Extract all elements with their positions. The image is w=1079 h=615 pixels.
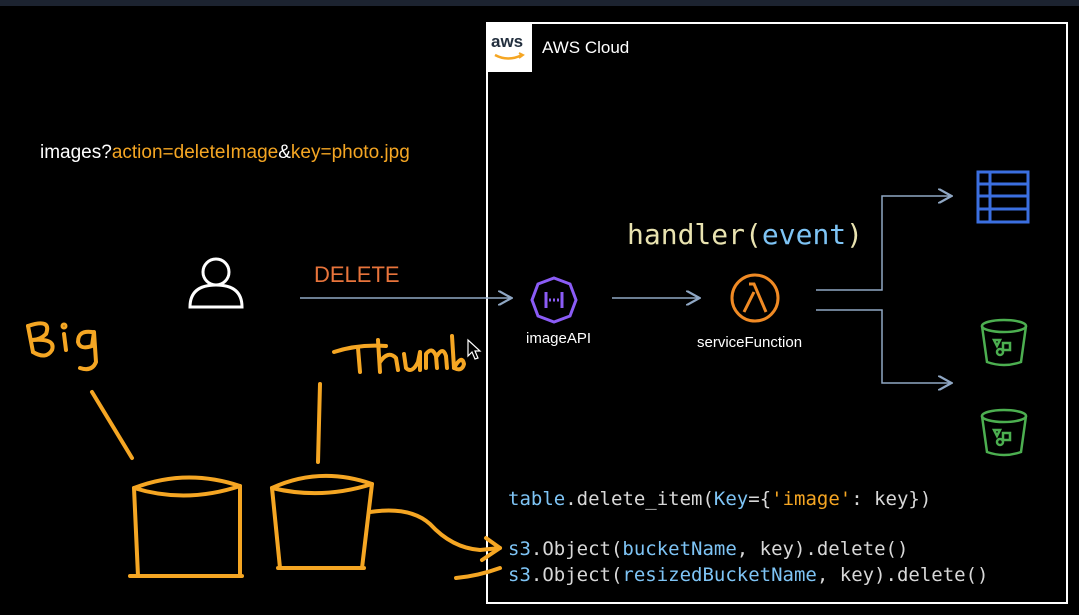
top-bar <box>0 0 1079 6</box>
api-label: imageAPI <box>526 330 592 347</box>
lambda-icon <box>730 273 780 323</box>
url-amp: & <box>278 142 291 163</box>
code-line-1-obj: table <box>508 488 566 510</box>
function-to-table-arrow <box>816 196 950 291</box>
cursor-icon <box>467 338 482 360</box>
handler-close: ) <box>846 218 864 251</box>
request-url: images?action=deleteImage&key=photo.jpg <box>40 142 410 164</box>
url-param1-value: deleteImage <box>173 142 279 163</box>
code-line-2-tail: , key).delete() <box>736 538 909 560</box>
s3-bucket-icon <box>980 408 1028 457</box>
http-method-label: DELETE <box>314 262 400 287</box>
code-line-3: s3.Object(resizedBucketName, key).delete… <box>508 564 988 586</box>
code-line-1: table.delete_item(Key={'image': key}) <box>508 488 931 510</box>
dynamodb-table-icon <box>976 170 1030 224</box>
api-gateway-icon <box>530 276 578 324</box>
aws-logo: aws <box>486 22 532 72</box>
code-line-2: s3.Object(bucketName, key).delete() <box>508 538 908 560</box>
code-line-2-arg: bucketName <box>622 538 737 560</box>
code-line-1-p2: : key}) <box>851 488 932 510</box>
code-line-3-tail: , key).delete() <box>816 564 989 586</box>
code-line-2-obj: s3 <box>508 538 531 560</box>
code-line-1-p1: ={ <box>748 488 772 510</box>
url-param2-value: photo.jpg <box>331 142 410 163</box>
handwritten-sketch <box>90 382 502 580</box>
code-line-3-rest: .Object( <box>530 564 623 586</box>
s3-bucket-icon <box>980 318 1028 367</box>
code-line-3-arg: resizedBucketName <box>622 564 817 586</box>
code-line-2-rest: .Object( <box>530 538 623 560</box>
handler-fn: handler <box>627 218 746 251</box>
aws-cloud-boundary <box>486 22 1068 604</box>
url-eq1: = <box>162 142 174 163</box>
url-param2-name: key <box>290 142 321 163</box>
cloud-label: AWS Cloud <box>542 38 630 57</box>
handwritten-big <box>26 321 98 372</box>
aws-logo-text: aws <box>491 32 524 51</box>
handler-open: ( <box>745 218 762 251</box>
handler-arg: event <box>761 218 847 251</box>
user-icon <box>188 257 244 309</box>
url-param1-name: action <box>111 142 163 163</box>
code-line-1-rest: .delete_item( <box>565 488 714 510</box>
function-label: serviceFunction <box>697 334 803 351</box>
code-line-3-obj: s3 <box>508 564 531 586</box>
code-line-1-kw: Key <box>713 488 749 510</box>
function-to-buckets-arrow <box>816 309 950 383</box>
url-path: images? <box>40 142 112 163</box>
handwritten-thumbs <box>332 334 466 374</box>
handler-signature: handler(event) <box>627 218 863 251</box>
code-line-1-str: 'image' <box>771 488 852 510</box>
url-eq2: = <box>320 142 332 163</box>
aws-smile-icon <box>494 52 525 60</box>
